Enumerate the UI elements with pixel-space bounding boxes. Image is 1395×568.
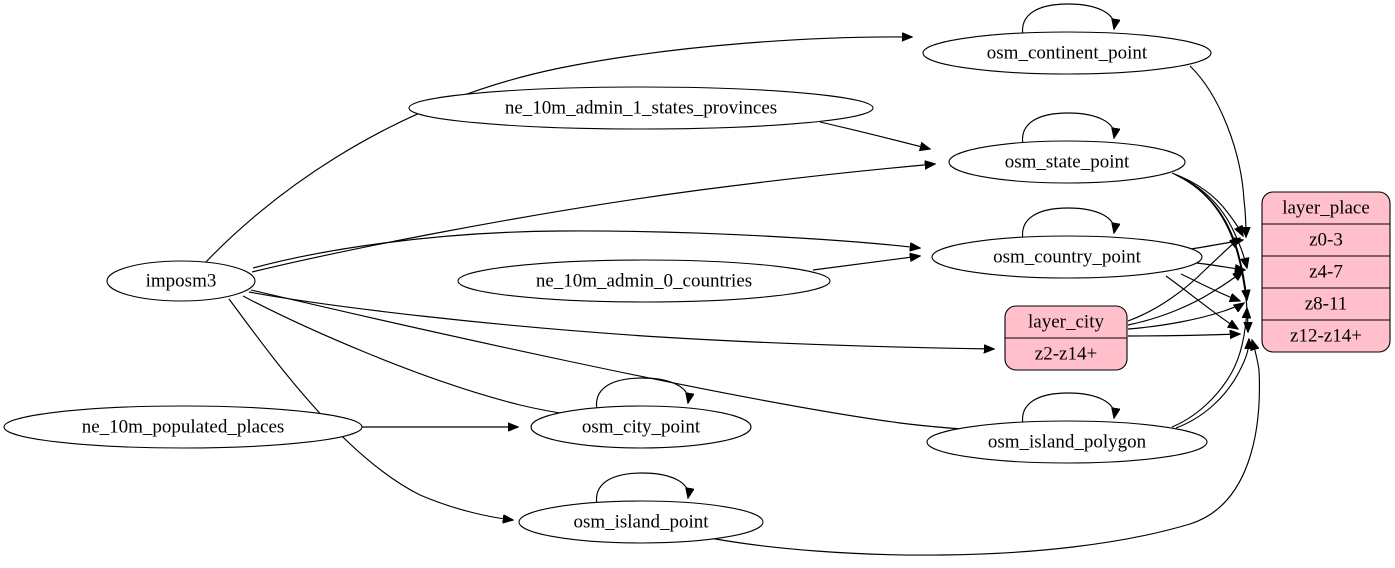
edge-imposm3-to-osm-island-polygon <box>250 289 995 431</box>
node-osm-island-polygon[interactable]: osm_island_polygon <box>926 420 1208 464</box>
record-row-layer-place-z12-z14[interactable]: z12-z14+ <box>1290 325 1362 346</box>
edge-ne-countries-to-osm-country-point <box>812 256 920 271</box>
edge-imposm3-to-osm-island-point <box>228 298 513 520</box>
edge-osm-country-point-to-layer-place-z4-7 <box>1196 262 1245 270</box>
record-title-layer-place: layer_place <box>1282 197 1370 218</box>
node-osm-country-point[interactable]: osm_country_point <box>931 235 1203 279</box>
edge-osm-continent-point-to-layer-place-z0-3 <box>1189 65 1246 237</box>
record-row-layer-place-z8-11[interactable]: z8-11 <box>1305 293 1348 314</box>
node-ne-10m-populated-places[interactable]: ne_10m_populated_places <box>3 405 363 449</box>
edge-layer-city-to-layer-place-z12-z14 <box>1127 334 1240 336</box>
edge-imposm3-to-osm-state-point <box>251 164 935 273</box>
edge-self-loop-osm-country-point <box>1021 207 1115 241</box>
record-row-layer-place-z0-3[interactable]: z0-3 <box>1309 229 1343 250</box>
edge-layer <box>204 3 1260 556</box>
edge-osm-island-polygon-to-layer-place-z12-z14 <box>1175 339 1249 429</box>
edge-imposm3-to-osm-continent-point <box>204 37 912 264</box>
edge-self-loop-osm-island-polygon <box>1021 392 1115 426</box>
record-node-layer-place[interactable]: layer_place z0-3 z4-7 z8-11 z12-z14+ <box>1261 191 1391 353</box>
node-label-imposm3: imposm3 <box>146 270 217 291</box>
node-label-ne-10m-populated-places: ne_10m_populated_places <box>82 416 285 437</box>
node-label-osm-continent-point: osm_continent_point <box>987 42 1148 63</box>
edge-layer-city-to-layer-place-z4-7 <box>1127 271 1243 326</box>
edge-imposm3-to-osm-country-point <box>252 230 920 269</box>
node-label-ne-10m-admin-1-states-provinces: ne_10m_admin_1_states_provinces <box>505 97 777 118</box>
record-title-layer-city: layer_city <box>1028 311 1104 332</box>
edge-self-loop-osm-city-point <box>595 377 689 411</box>
node-label-osm-island-polygon: osm_island_polygon <box>988 431 1147 452</box>
record-row-layer-place-z4-7[interactable]: z4-7 <box>1309 261 1343 282</box>
edge-imposm3-to-layer-city <box>248 291 994 349</box>
node-osm-city-point[interactable]: osm_city_point <box>530 405 752 449</box>
edge-self-loop-osm-state-point <box>1021 112 1115 146</box>
edge-osm-country-point-to-layer-place-z8-11 <box>1180 273 1240 301</box>
record-row-layer-city-z2-z14[interactable]: z2-z14+ <box>1035 343 1097 364</box>
node-ne-10m-admin-1-states-provinces[interactable]: ne_10m_admin_1_states_provinces <box>408 86 874 130</box>
record-node-layer-city[interactable]: layer_city z2-z14+ <box>1004 305 1128 371</box>
node-label-ne-10m-admin-0-countries: ne_10m_admin_0_countries <box>536 270 752 291</box>
edge-ne-states-to-osm-state-point <box>819 121 930 149</box>
edge-self-loop-osm-island-point <box>595 472 689 506</box>
edge-layer-city-to-layer-place-z8-11 <box>1127 303 1244 330</box>
node-imposm3[interactable]: imposm3 <box>106 260 256 302</box>
node-label-osm-country-point: osm_country_point <box>993 246 1141 267</box>
node-osm-continent-point[interactable]: osm_continent_point <box>922 31 1212 75</box>
node-ne-10m-admin-0-countries[interactable]: ne_10m_admin_0_countries <box>457 259 831 303</box>
node-layer: imposm3 ne_10m_admin_1_states_provinces … <box>3 31 1212 544</box>
node-label-osm-island-point: osm_island_point <box>573 511 709 532</box>
edge-osm-country-point-to-layer-place-z12-z14 <box>1165 275 1238 329</box>
edge-osm-state-point-to-layer-place-z0-3 <box>1171 172 1243 236</box>
record-layer: layer_city z2-z14+ layer_place z0-3 z4-7… <box>1004 191 1391 371</box>
node-osm-state-point[interactable]: osm_state_point <box>948 140 1186 184</box>
edge-osm-island-polygon-to-layer-place-z8-11 <box>1171 308 1247 428</box>
edge-imposm3-to-osm-city-point <box>242 295 580 416</box>
node-label-osm-city-point: osm_city_point <box>582 416 701 437</box>
node-label-osm-state-point: osm_state_point <box>1005 151 1130 172</box>
node-osm-island-point[interactable]: osm_island_point <box>518 500 764 544</box>
edge-osm-island-point-to-layer-place-z12-z14 <box>709 340 1260 556</box>
edge-self-loop-osm-continent-point <box>1021 3 1115 37</box>
edge-layer-city-to-layer-place-z0-3 <box>1127 238 1240 322</box>
